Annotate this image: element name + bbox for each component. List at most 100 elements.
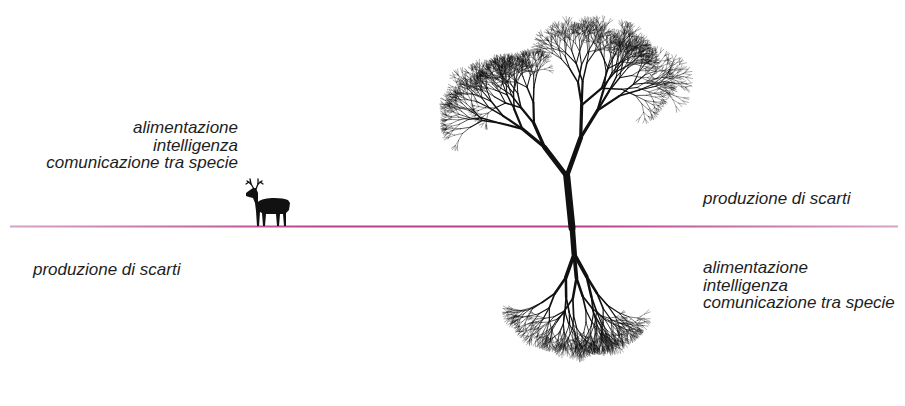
tree-branch — [462, 84, 467, 85]
tree-branch — [509, 66, 511, 73]
tree-branch — [580, 41, 584, 51]
tree-branch — [475, 118, 478, 120]
tree-branch — [475, 92, 478, 93]
tree-branch — [528, 54, 529, 60]
tree-branch — [575, 23, 578, 26]
tree-branch — [451, 108, 457, 110]
tree-branch — [554, 32, 558, 35]
tree-branch — [464, 79, 466, 81]
tree-branch — [534, 67, 537, 76]
tree-branch — [552, 24, 554, 29]
tree-branch — [445, 110, 451, 112]
tree-branch — [448, 98, 451, 101]
tree-branch — [583, 63, 587, 81]
tree-branch — [453, 128, 461, 130]
tree-branch — [441, 101, 445, 105]
tree-branch — [476, 81, 481, 86]
tree-branch — [519, 53, 520, 57]
tree-branch — [561, 23, 562, 27]
tree-branch — [446, 128, 453, 130]
tree-branch — [463, 78, 467, 80]
tree-branch — [527, 75, 530, 87]
tree-branch — [562, 28, 565, 34]
tree-branch — [469, 112, 473, 113]
tree-branch — [468, 73, 474, 74]
tree-branch — [596, 22, 597, 30]
tree-branch — [481, 85, 486, 91]
tree-branch — [581, 82, 584, 106]
tree-branch — [564, 27, 565, 33]
tree-branch — [511, 69, 513, 75]
tree-branch — [442, 112, 446, 115]
tree-branch — [525, 60, 527, 67]
tree-branch — [446, 126, 452, 129]
tree-branch — [449, 103, 451, 108]
tree-branch — [445, 123, 451, 125]
tree-branch — [442, 129, 446, 132]
tree-branch — [483, 120, 486, 124]
tree-branch — [475, 98, 477, 102]
tree-branch — [479, 107, 486, 108]
tree-branch — [477, 75, 481, 77]
tree-branch — [471, 101, 473, 110]
tree-branch — [443, 137, 448, 138]
tree-branch — [486, 67, 489, 70]
tree-branch — [451, 146, 455, 148]
tree-branch — [477, 89, 481, 91]
tree-branch — [493, 77, 498, 78]
tree-branch — [451, 99, 455, 101]
tree-branch — [450, 107, 454, 112]
tree-branch — [452, 102, 457, 105]
tree-branch — [449, 98, 452, 102]
tree-branch — [474, 90, 477, 92]
tree-branch — [585, 27, 590, 33]
tree-branch — [452, 90, 458, 94]
tree-branch — [486, 91, 495, 96]
tree-branch — [515, 53, 517, 56]
tree-branch — [483, 65, 486, 69]
tree-branch — [453, 87, 459, 88]
tree-branch — [549, 67, 552, 69]
tree-branch — [488, 70, 489, 76]
tree-branch — [536, 40, 541, 43]
tree-branch — [461, 77, 462, 81]
tree-branch — [451, 93, 458, 94]
tree-branch — [536, 38, 541, 40]
tree-branch — [625, 22, 626, 27]
tree-branch — [471, 64, 472, 68]
tree-branch — [483, 74, 487, 78]
tree-branch — [499, 68, 501, 70]
tree-branch — [470, 65, 472, 69]
tree-branch — [470, 86, 475, 87]
tree-branch — [572, 41, 574, 51]
tree-branch — [473, 88, 476, 89]
tree-branch — [455, 97, 460, 99]
tree-branch — [485, 125, 487, 129]
tree-branch — [494, 82, 497, 83]
tree-branch — [498, 70, 502, 74]
tree-branch — [582, 31, 586, 37]
tree-branch — [461, 94, 466, 95]
tree-branch — [497, 61, 499, 67]
tree-branch — [527, 67, 530, 76]
tree-branch — [587, 52, 595, 63]
tree-branch — [459, 117, 469, 119]
tree-branch — [450, 104, 452, 107]
tree-branch — [568, 25, 570, 32]
tree-branch — [470, 120, 482, 127]
tree-branch — [499, 92, 505, 104]
tree-branch — [446, 115, 451, 119]
tree-branch — [487, 61, 490, 65]
tree-branch — [588, 29, 590, 38]
tree-branch — [569, 26, 571, 32]
tree-branch — [590, 20, 592, 26]
tree-branch — [481, 113, 488, 114]
tree-branch — [501, 74, 505, 76]
tree-branch — [467, 76, 471, 80]
tree-branch — [491, 62, 493, 66]
tree-branch — [518, 62, 522, 68]
tree-branch — [569, 18, 572, 23]
tree-branch — [477, 120, 480, 122]
tree-branch — [475, 84, 480, 87]
tree-branch — [549, 65, 552, 68]
